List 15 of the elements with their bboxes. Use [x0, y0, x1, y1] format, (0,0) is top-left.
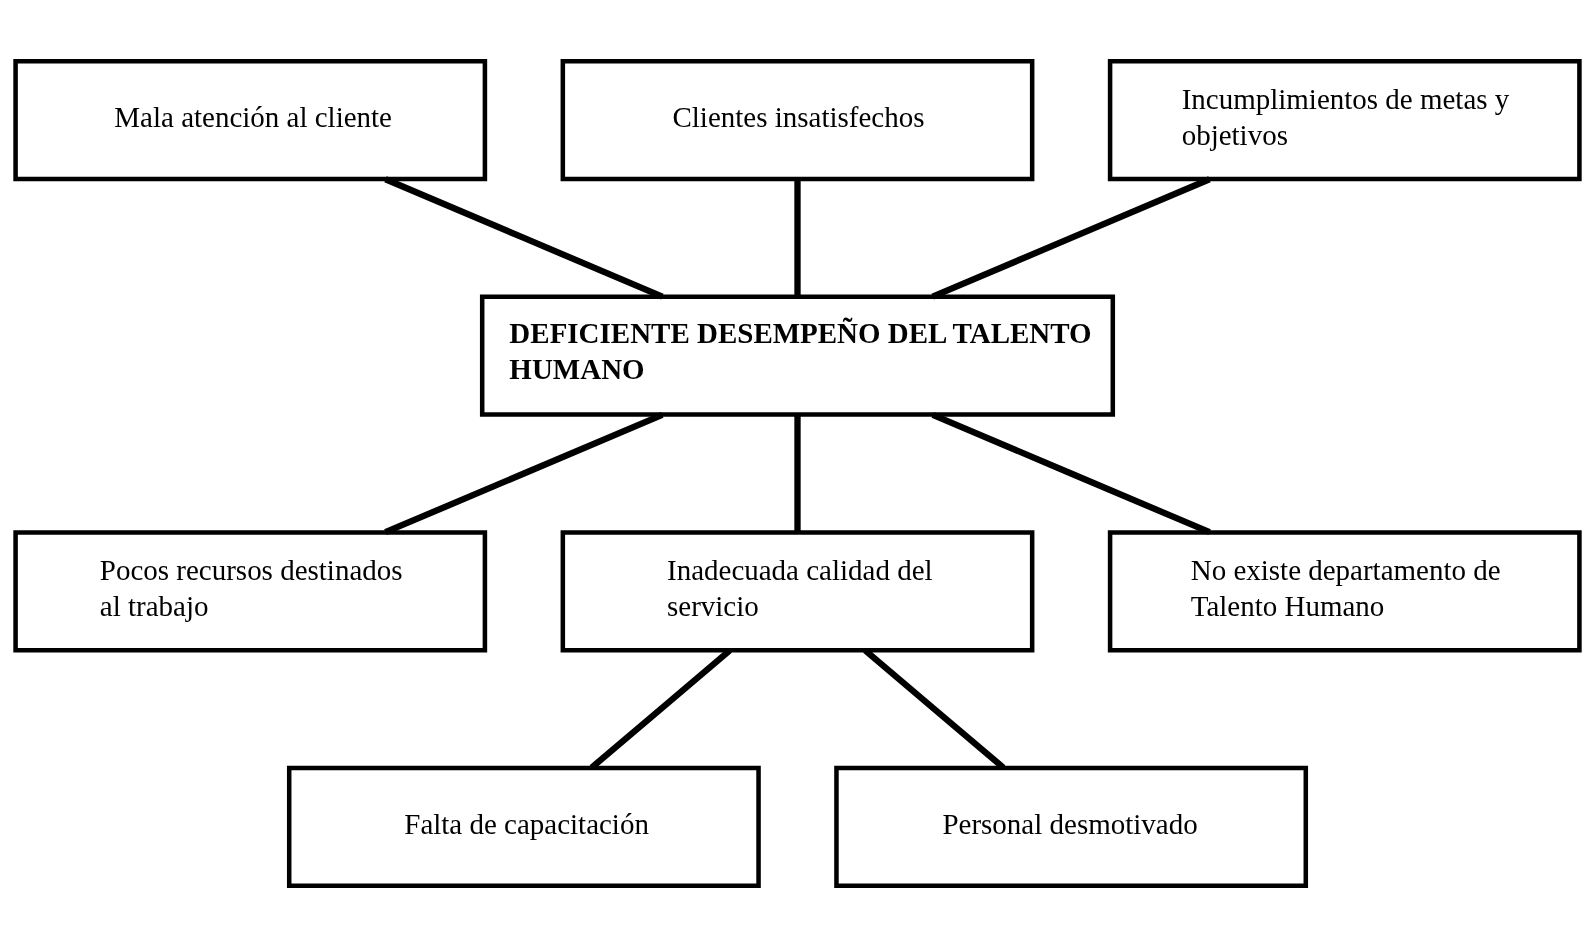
connector: [794, 414, 801, 532]
node-box: Falta de capacitación: [286, 765, 761, 888]
connector: [931, 176, 1211, 300]
node-box: Personal desmotivado: [834, 765, 1309, 888]
connector: [794, 179, 801, 297]
node-box: Incumplimientos de metas y objetivos: [1107, 59, 1582, 182]
node-box: Clientes insatisfechos: [560, 59, 1035, 182]
connector: [384, 176, 664, 300]
connector: [384, 411, 664, 536]
node-box: DEFICIENTE DESEMPEÑO DEL TALENTO HUMANO: [479, 294, 1116, 417]
node-box: Pocos recursos destinados al trabajo: [13, 530, 488, 653]
node-box: No existe departamento de Talento Humano: [1107, 530, 1582, 653]
node-box: Mala atención al cliente: [13, 59, 488, 182]
connector: [931, 411, 1211, 536]
node-box: Inadecuada calidad del servicio: [560, 530, 1035, 653]
